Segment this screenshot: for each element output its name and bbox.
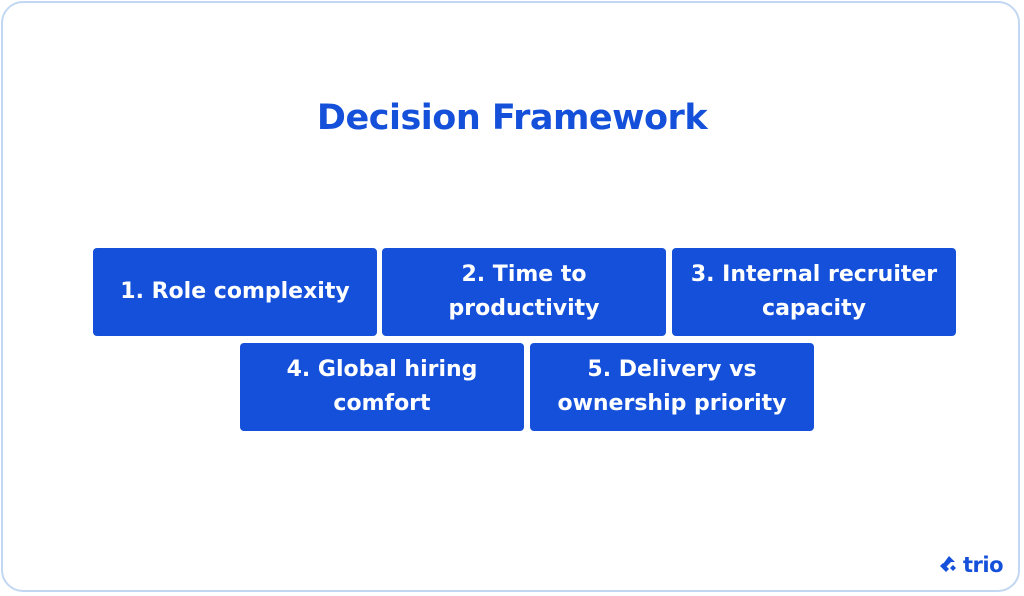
framework-box-delivery-vs-ownership: 5. Delivery vs ownership priority [530, 343, 814, 431]
framework-box-time-to-productivity: 2. Time to productivity [382, 248, 666, 336]
trio-logo: trio [938, 551, 1004, 579]
framework-box-role-complexity: 1. Role complexity [93, 248, 377, 336]
trio-logo-icon [940, 556, 956, 572]
framework-box-internal-recruiter-capacity: 3. Internal recruiter capacity [672, 248, 956, 336]
framework-box-global-hiring-comfort: 4. Global hiring comfort [240, 343, 524, 431]
page-title: Decision Framework [316, 98, 708, 138]
logo-text: trio [963, 553, 1004, 577]
